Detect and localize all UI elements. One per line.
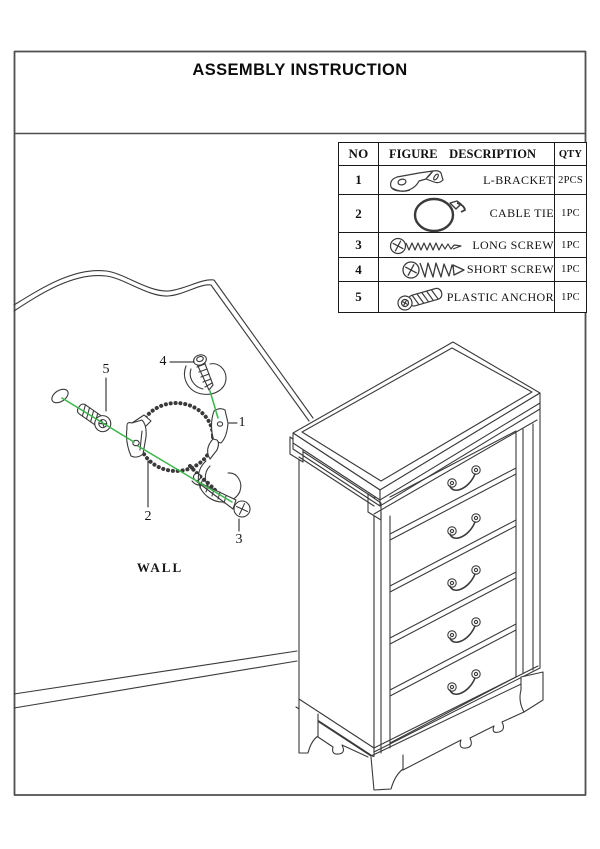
page-frame [15, 52, 586, 796]
row5-description: PLASTIC ANCHOR [446, 289, 554, 304]
row1-description: L-BRACKET [483, 172, 554, 187]
callout-4-label: 4 [159, 354, 167, 369]
short-screw-drawing [184, 353, 226, 394]
callout-5-label: 5 [102, 362, 110, 377]
hardware-diagram [49, 353, 250, 531]
long-screw-icon [389, 237, 462, 254]
header-no: NO [338, 142, 379, 166]
table-row-plastic-anchor: 5 PLASTIC ANCHOR 1PC [338, 281, 587, 313]
row3-description: LONG SCREW [472, 237, 554, 252]
row2-qty: 1PC [554, 194, 587, 233]
page-title: ASSEMBLY INSTRUCTION [192, 61, 408, 79]
row4-qty: 1PC [554, 257, 587, 282]
callout-leader-lines [106, 362, 239, 531]
wall-drawing [14, 271, 313, 708]
header-qty: QTY [554, 142, 587, 166]
dresser-illustration [290, 342, 543, 790]
row3-no: 3 [338, 232, 379, 258]
green-guide-lines [62, 391, 232, 502]
callout-1-label: 1 [238, 415, 246, 430]
wall-label: WALL [136, 560, 184, 575]
row2-no: 2 [338, 194, 379, 233]
row5-no: 5 [338, 281, 379, 313]
parts-table-header-row: NO FIGURE DESCRIPTION QTY [338, 142, 587, 166]
row4-description: SHORT SCREW [466, 262, 554, 276]
table-row-l-bracket: 1 L-BRACKET 2PCS [338, 165, 587, 195]
short-screw-icon [402, 260, 465, 279]
wall-hole [49, 386, 70, 405]
parts-table: NO FIGURE DESCRIPTION QTY 1 L-BRACKET 2P… [338, 142, 587, 313]
header-description: DESCRIPTION [449, 146, 536, 161]
row1-no: 1 [338, 165, 379, 195]
callout-3-label: 3 [235, 532, 243, 547]
row3-qty: 1PC [554, 232, 587, 258]
long-screw-drawing [196, 461, 250, 517]
callout-2-label: 2 [144, 509, 152, 524]
l-bracket-icon [390, 169, 444, 192]
l-bracket-furniture-drawing [208, 409, 228, 459]
row5-qty: 1PC [554, 281, 587, 313]
row1-qty: 2PCS [554, 165, 587, 195]
floor-line [14, 651, 297, 708]
drawer-handles [448, 466, 480, 694]
row4-no: 4 [338, 257, 379, 282]
table-row-short-screw: 4 SHORT SCREW 1PC [338, 257, 587, 282]
table-row-long-screw: 3 LONG SCREW 1PC [338, 232, 587, 258]
plastic-anchor-icon [397, 287, 443, 311]
cable-tie-icon [413, 197, 466, 232]
row2-description: CABLE TIE [489, 206, 554, 220]
table-row-cable-tie: 2 CABLE TIE 1PC [338, 194, 587, 233]
header-figure: FIGURE [389, 146, 438, 161]
